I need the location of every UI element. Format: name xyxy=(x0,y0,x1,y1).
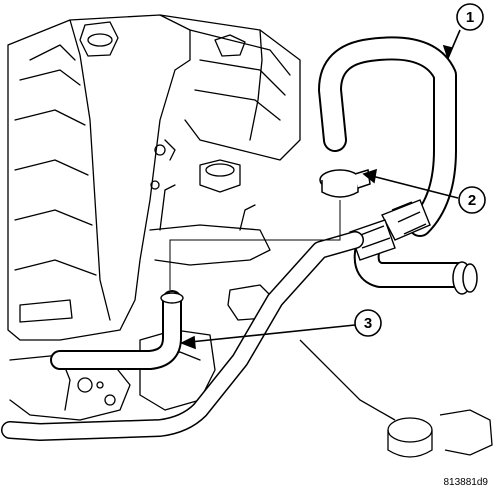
hose-fitting-right xyxy=(452,261,478,295)
reference-code: 813881d9 xyxy=(444,477,489,488)
leader-lines xyxy=(180,29,461,350)
heater-hose-upper xyxy=(318,36,457,237)
heater-hose-long xyxy=(1,231,364,441)
hose-clamp xyxy=(319,169,371,198)
callout-1: 1 xyxy=(456,3,484,31)
heater-hose-stub xyxy=(50,290,182,370)
callout-3: 3 xyxy=(354,309,382,337)
callout-3-label: 3 xyxy=(364,315,372,332)
callout-2: 2 xyxy=(458,186,486,214)
quick-connect-couplings xyxy=(349,199,431,261)
callout-1-label: 1 xyxy=(466,9,474,26)
bottom-right-component xyxy=(299,339,493,458)
hose-stub-end xyxy=(160,292,184,304)
callout-2-label: 2 xyxy=(468,192,476,209)
guide-line xyxy=(169,200,341,290)
